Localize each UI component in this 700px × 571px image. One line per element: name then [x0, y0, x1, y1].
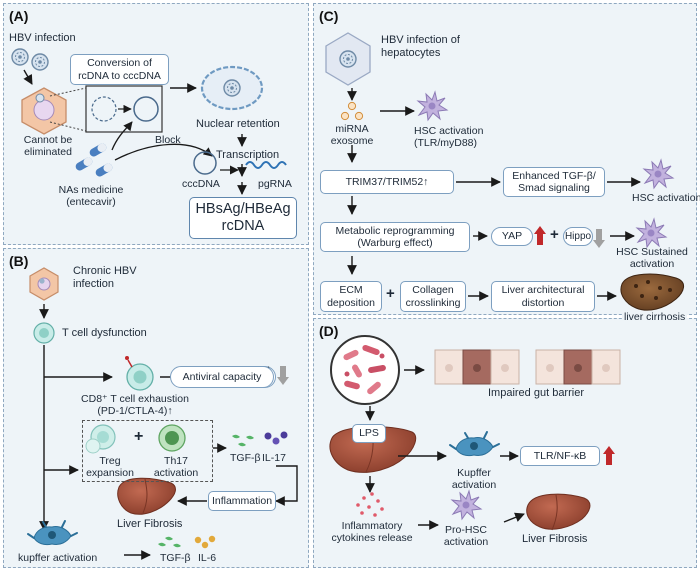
hbsag-products-box: HBsAg/HBeAg rcDNA [189, 197, 297, 239]
panel-a-label: (A) [9, 8, 29, 24]
cannot-eliminate-label: Cannot be eliminated [23, 134, 73, 159]
treg-th17-group [82, 420, 213, 482]
impaired-gut-label: Impaired gut barrier [488, 387, 584, 399]
tgf-beta-label: TGF-β [230, 452, 261, 464]
hepatocyte-icon [325, 32, 371, 86]
t-cell-dysfunction-label: T cell dysfunction [62, 327, 147, 339]
hsc-cell-icon [636, 218, 667, 248]
exosome-icon [340, 101, 364, 121]
liver-distortion-box: Liver architectural distortion [491, 281, 595, 312]
treg-cell-icon [85, 424, 116, 454]
hsc-activation-label-c: HSC activation [632, 192, 700, 204]
mirna-exosome-label: miRNA exosome [330, 123, 374, 148]
t-cell-icon [33, 322, 55, 344]
kupffer-activation-label-d: Kupffer activation [451, 467, 497, 492]
gray-down-arrow-icon [277, 366, 289, 385]
inflammation-box: Inflammation [208, 491, 276, 511]
th17-label: Th17 activation [153, 455, 199, 480]
bacteria-icon [330, 335, 400, 405]
il17-label: IL-17 [262, 452, 286, 464]
hsc-sustained-label: HSC Sustained activation [616, 246, 688, 271]
inflammatory-cytokines-label: Inflammatory cytokines release [331, 520, 413, 545]
gray-down-arrow-icon [593, 229, 605, 248]
enhanced-tgf-box: Enhanced TGF-β/ Smad signaling [503, 167, 605, 197]
hsc-activation-tlr-label: HSC activation (TLR/myD88) [414, 125, 484, 150]
liver-icon [117, 477, 176, 515]
cytokine-icon [232, 431, 288, 447]
gut-epithelium-icon [434, 349, 621, 385]
metabolic-box: Metabolic reprogramming (Warburg effect) [320, 222, 470, 252]
red-up-arrow-icon [534, 226, 546, 245]
liver-cirrhosis-caption: liver cirrhosis [622, 311, 688, 324]
t-cell-icon [125, 356, 154, 391]
hepatocyte-icon [29, 267, 59, 301]
tlr-nfkb-box: TLR/NF-κB [520, 446, 600, 466]
panel-d-label: (D) [319, 323, 339, 339]
panel-c [313, 3, 697, 315]
liver-icon [526, 493, 591, 531]
conversion-box: Conversion of rcDNA to cccDNA [70, 54, 169, 85]
hippo-pill: Hippo [563, 227, 593, 246]
nuclear-retention-label: Nuclear retention [196, 118, 280, 130]
liver-fibrosis-label-b: Liver Fibrosis [117, 518, 183, 530]
pgrna-label: pgRNA [258, 178, 292, 190]
ecm-box: ECM deposition [320, 281, 382, 312]
cytokine-icon [158, 535, 216, 549]
liver-fibrosis-label-d: Liver Fibrosis [522, 533, 588, 545]
cd8-exhaustion-label: CD8⁺ T cell exhaustion (PD-1/CTLA-4)↑ [81, 393, 189, 418]
kupffer-activation-label-b: kupffer activation [18, 552, 98, 564]
chronic-hbv-label: Chronic HBV infection [73, 265, 137, 290]
nucleus-icon [200, 65, 264, 111]
il6-label: IL-6 [198, 552, 217, 564]
panel-c-label: (C) [319, 8, 339, 24]
transcription-label: Transcription [216, 149, 280, 161]
virus-icon [11, 48, 49, 71]
antiviral-capacity-pill: Antiviral capacity [170, 366, 274, 388]
lps-box: LPS [352, 424, 386, 443]
treg-th17-plus: + [134, 428, 144, 445]
pro-hsc-label: Pro-HSC activation [443, 524, 489, 549]
collagen-box: Collagen crosslinking [400, 281, 466, 312]
ecm-collagen-plus: + [386, 285, 395, 302]
tgf-beta-label-2: TGF-β [160, 552, 191, 564]
hsc-cell-icon [643, 159, 674, 189]
hepatocyte-icon [21, 87, 67, 135]
panel-b [3, 248, 309, 568]
liver-icon [620, 273, 684, 311]
treg-label: Treg expansion [86, 455, 134, 480]
yap-pill: YAP [491, 227, 533, 246]
cytokine-icon [356, 492, 384, 517]
yap-hippo-plus: + [550, 226, 559, 243]
nas-medicine-label: NAs medicine (entecavir) [58, 184, 124, 209]
kupffer-cell-icon [27, 520, 78, 546]
capsule-icon [75, 143, 113, 177]
trim-box: TRIM37/TRIM52↑ [320, 170, 454, 194]
hsc-cell-icon [417, 91, 448, 121]
th17-cell-icon [158, 424, 186, 452]
hbv-infection-label: HBV infection [9, 32, 76, 44]
kupffer-cell-icon [449, 431, 500, 457]
rna-strand-icon [245, 161, 287, 169]
panel-b-label: (B) [9, 253, 29, 269]
cccdna-label: cccDNA [182, 178, 220, 190]
red-up-arrow-icon [603, 446, 615, 465]
hsc-cell-icon [451, 490, 482, 520]
hbv-hepatocytes-label: HBV infection of hepatocytes [381, 34, 460, 59]
block-label: Block [155, 134, 181, 146]
